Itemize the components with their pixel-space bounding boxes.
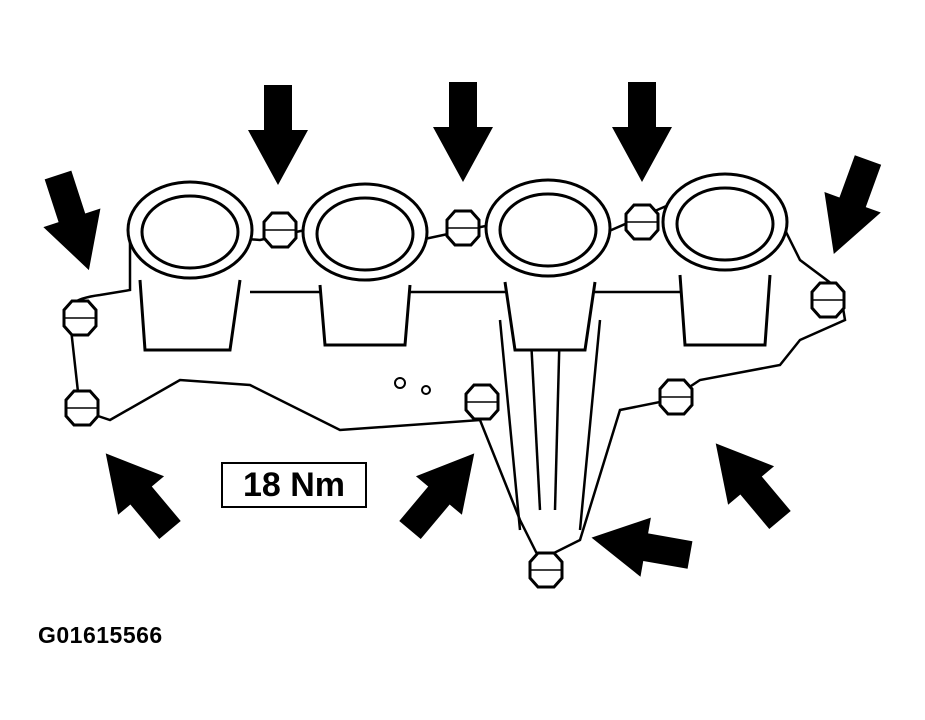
arrow-icon: [82, 434, 193, 550]
bolts: [62, 203, 846, 589]
bolt-icon: [658, 378, 694, 416]
runner-ports: [126, 172, 789, 352]
bolt-icon: [464, 383, 500, 421]
port-3: [484, 178, 612, 352]
torque-spec-label: 18 Nm: [221, 462, 367, 508]
arrow-icon: [29, 165, 118, 280]
port-1: [126, 180, 254, 352]
arrow-icon: [248, 85, 308, 185]
bolt-icon: [445, 209, 481, 247]
figure-id: G01615566: [38, 622, 163, 648]
arrow-icon: [387, 434, 498, 550]
bolt-icon: [528, 551, 564, 589]
bolt-icon: [262, 211, 298, 249]
port-4: [661, 172, 789, 347]
arrow-icon: [692, 424, 803, 540]
arrow-icon: [805, 149, 897, 265]
bolt-icon: [810, 281, 846, 319]
bolt-icon: [64, 389, 100, 427]
arrow-icon: [586, 508, 696, 585]
arrow-icon: [433, 82, 493, 182]
port-2: [301, 182, 429, 347]
arrow-icon: [612, 82, 672, 182]
bolt-icon: [62, 299, 98, 337]
bolt-icon: [624, 203, 660, 241]
